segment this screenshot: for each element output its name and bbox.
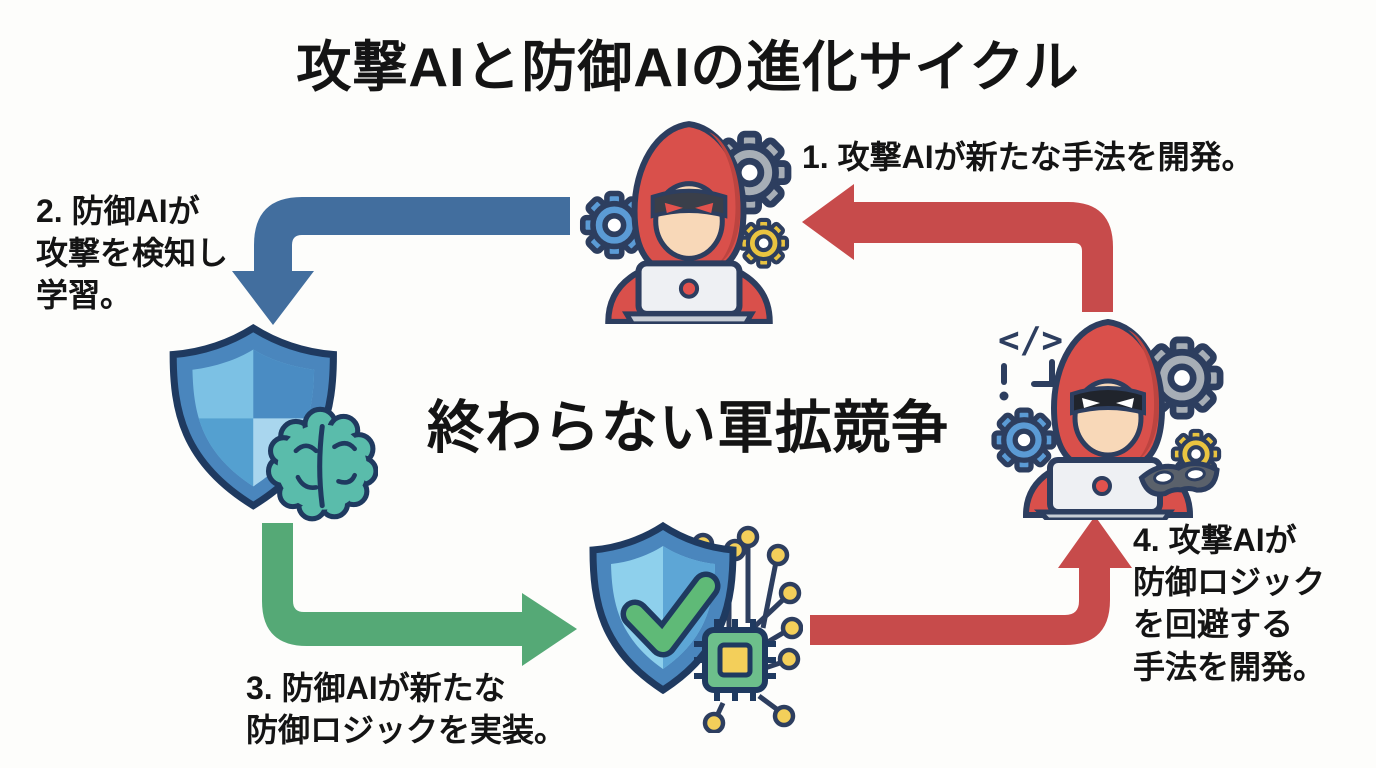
arrow-green-shape xyxy=(262,523,577,666)
laptop-logo xyxy=(1092,476,1112,496)
code-bracket-icon xyxy=(1001,359,1055,387)
arrow-blue-shape xyxy=(232,197,570,325)
arrow-evasion-to-attack xyxy=(802,184,1113,312)
exclamation-dot xyxy=(999,391,1009,401)
gear-icon xyxy=(740,220,787,267)
diagram-title: 攻撃AIと防御AIの進化サイクル xyxy=(296,36,1080,98)
defense-logic-shield-chip-icon xyxy=(589,521,803,733)
code-icon: </> xyxy=(998,320,1063,361)
arrow-defense-to-logic xyxy=(262,523,577,666)
eye-left xyxy=(1082,398,1100,408)
hood-shadow xyxy=(1128,330,1160,462)
step-2-label: 2. 防御AIが 攻撃を検知し 学習。 xyxy=(36,193,229,314)
hood-shadow xyxy=(709,132,741,266)
red-eye-left xyxy=(664,202,683,213)
eye-right xyxy=(1116,398,1134,408)
evasion-ai-icon: </> xyxy=(990,318,1225,520)
chip-core xyxy=(717,642,753,678)
checkmark-icon xyxy=(620,571,721,658)
step-4-label: 4. 攻撃AIが 防御ロジック を回避する 手法を開発。 xyxy=(1133,522,1326,685)
masquerade-mask-icon xyxy=(1138,461,1220,497)
defense-ai-shield-brain-icon xyxy=(169,323,378,522)
red-eye-right xyxy=(695,202,714,213)
attacker-ai-icon xyxy=(578,121,800,324)
arrow-red-bottom-shape xyxy=(810,516,1132,645)
eye-mask xyxy=(1070,386,1146,416)
center-label: 終わらない軍拡競争 xyxy=(427,396,949,460)
laptop-base xyxy=(621,311,757,324)
arrow-red-top-shape xyxy=(802,184,1113,312)
arrow-attack-to-defense xyxy=(232,197,570,325)
brain-folds xyxy=(293,423,357,509)
arrow-logic-to-evasion xyxy=(810,516,1132,645)
laptop-logo xyxy=(678,278,700,299)
step-1-label: 1. 攻撃AIが新たな手法を開発。 xyxy=(802,139,1254,175)
eye-mask xyxy=(650,188,728,219)
step-3-label: 3. 防御AIが新たな 防御ロジックを実装。 xyxy=(246,670,567,749)
laptop-base xyxy=(1033,509,1175,520)
